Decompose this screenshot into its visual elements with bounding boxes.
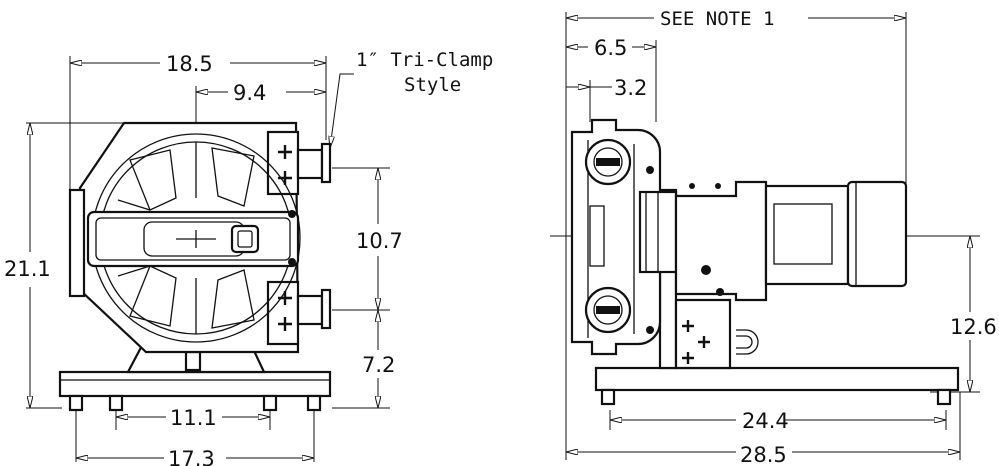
front-dimension-lines [30, 63, 378, 458]
front-pump-body [58, 121, 332, 412]
dim-base-to-port: 7.2 [362, 353, 395, 377]
dim-flange-depth: 3.2 [614, 76, 647, 100]
dim-outer-feet: 17.3 [168, 447, 215, 466]
front-dimension-labels: 18.5 9.4 1″ Tri-Clamp Style 10.7 21.1 7.… [4, 49, 493, 466]
dim-head-depth: 6.5 [594, 36, 627, 60]
dim-port-spacing: 10.7 [356, 229, 403, 253]
side-view: SEE NOTE 1 6.5 3.2 12.6 24.4 28.5 [550, 8, 997, 466]
see-note-label: SEE NOTE 1 [660, 8, 774, 30]
dim-inner-feet: 11.1 [170, 406, 217, 430]
dim-overall-length: 28.5 [740, 443, 787, 466]
front-view: 18.5 9.4 1″ Tri-Clamp Style 10.7 21.1 7.… [4, 49, 493, 466]
dim-port-offset: 9.4 [233, 81, 266, 105]
dim-feet-span: 24.4 [742, 409, 789, 433]
tri-clamp-note-line2: Style [404, 74, 461, 96]
dim-shaft-height: 12.6 [950, 315, 997, 339]
dim-overall-height: 21.1 [4, 257, 51, 281]
side-pump-body [570, 118, 960, 406]
side-dimension-labels: SEE NOTE 1 6.5 3.2 12.6 24.4 28.5 [594, 8, 997, 466]
dim-overall-width: 18.5 [166, 52, 213, 76]
tri-clamp-note-line1: 1″ Tri-Clamp [356, 49, 493, 71]
side-dimension-lines [566, 18, 970, 452]
